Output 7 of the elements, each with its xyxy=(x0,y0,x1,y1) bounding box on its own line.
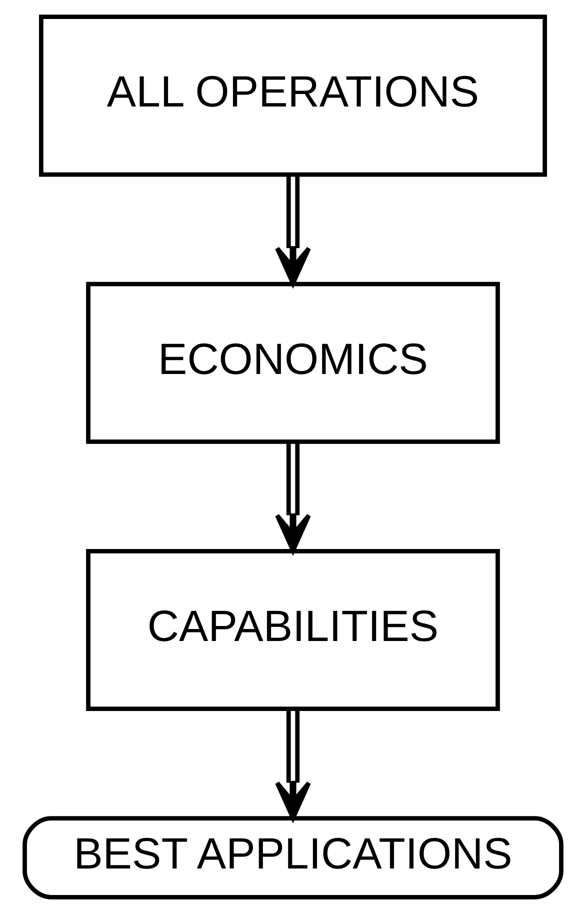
node-box: ALL OPERATIONS xyxy=(39,14,548,177)
arrow xyxy=(275,709,311,820)
arrow xyxy=(275,174,311,286)
arrow xyxy=(275,442,311,553)
node-box: CAPABILITIES xyxy=(86,548,500,712)
node-box: BEST APPLICATIONS xyxy=(22,816,564,900)
node-box: ECONOMICS xyxy=(86,282,500,444)
